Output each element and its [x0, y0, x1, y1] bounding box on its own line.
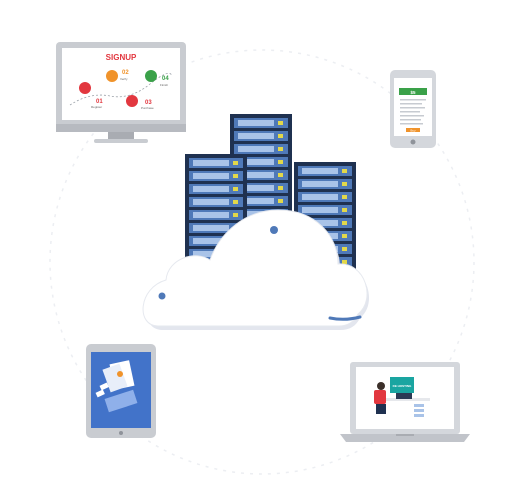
- svg-text:Buy: Buy: [410, 128, 416, 132]
- server-led: [233, 213, 238, 217]
- developer-illustration: DE HOSTING: [374, 377, 430, 417]
- server-unit-panel: [238, 185, 274, 191]
- server-unit-panel: [193, 212, 229, 218]
- tablet-icon: [86, 344, 156, 438]
- svg-text:03: 03: [145, 100, 152, 106]
- server-unit-panel: [238, 198, 274, 204]
- svg-text:Purchase: Purchase: [141, 106, 154, 110]
- orbit-ring: [49, 49, 475, 475]
- step-pin-01: 01 Register: [79, 82, 103, 109]
- server-unit-panel: [238, 120, 274, 126]
- server-led: [233, 174, 238, 178]
- server-unit-panel: [193, 173, 229, 179]
- step-pin-02: 02 Verify: [106, 70, 129, 82]
- server-led: [342, 234, 347, 238]
- server-led: [233, 161, 238, 165]
- document-illustration: [95, 360, 138, 413]
- server-led: [342, 208, 347, 212]
- svg-text:DE HOSTING: DE HOSTING: [393, 384, 412, 388]
- server-led: [342, 169, 347, 173]
- server-led: [278, 199, 283, 203]
- svg-text:Verify: Verify: [120, 77, 128, 81]
- server-led: [342, 260, 347, 264]
- server-unit-panel: [193, 199, 229, 205]
- server-unit-panel: [302, 194, 338, 200]
- step-pin-03: 03 Purchase: [126, 95, 154, 110]
- cloud-icon: [142, 209, 370, 330]
- server-led: [342, 247, 347, 251]
- server-led: [278, 160, 283, 164]
- server-unit-panel: [238, 133, 274, 139]
- server-led: [278, 173, 283, 177]
- svg-text:$5: $5: [410, 90, 416, 95]
- server-led: [278, 121, 283, 125]
- server-led: [342, 221, 347, 225]
- server-unit-panel: [302, 220, 338, 226]
- server-unit-panel: [238, 159, 274, 165]
- svg-text:Finish: Finish: [160, 83, 168, 87]
- server-led: [278, 134, 283, 138]
- server-led: [278, 147, 283, 151]
- step-pin-04: 04 Finish: [145, 70, 169, 87]
- mobile-phone-icon: $5 Buy: [390, 70, 436, 148]
- svg-text:02: 02: [122, 70, 129, 76]
- server-unit-panel: [302, 181, 338, 187]
- server-led: [233, 187, 238, 191]
- server-unit-panel: [302, 207, 338, 213]
- pricing-list: [400, 99, 426, 125]
- server-unit-panel: [193, 251, 229, 257]
- server-led: [342, 182, 347, 186]
- server-led: [278, 186, 283, 190]
- svg-text:Register: Register: [91, 105, 102, 109]
- server-led: [342, 195, 347, 199]
- server-led: [233, 200, 238, 204]
- svg-text:01: 01: [96, 99, 103, 105]
- buy-button: [406, 128, 420, 132]
- server-unit-panel: [238, 146, 274, 152]
- server-unit-panel: [302, 168, 338, 174]
- signup-title: SIGNUP: [106, 53, 137, 62]
- server-unit-panel: [238, 172, 274, 178]
- server-unit-panel: [193, 186, 229, 192]
- laptop-icon: DE HOSTING: [340, 362, 470, 442]
- server-unit-panel: [193, 225, 229, 231]
- server-unit-panel: [193, 238, 229, 244]
- server-unit-panel: [193, 160, 229, 166]
- svg-text:04: 04: [162, 76, 169, 82]
- desktop-monitor-icon: SIGNUP 01 Register 02 Verify 03 Purchase…: [56, 42, 186, 143]
